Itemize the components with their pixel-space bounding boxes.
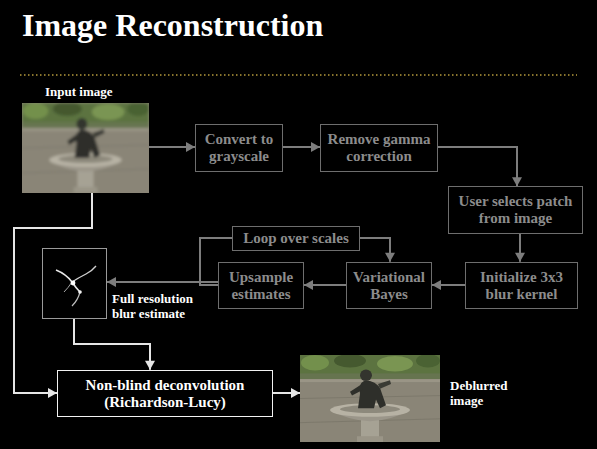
connector-arrow: [432, 280, 465, 290]
connector-arrow: [438, 147, 522, 186]
arrow-head: [385, 253, 395, 262]
connector-line: [14, 193, 92, 393]
arrow-head: [48, 388, 57, 398]
deblurred-photo: [300, 355, 440, 442]
process-label: Initialize 3x3 blur kernel: [471, 269, 572, 303]
image-node: Input image: [22, 103, 149, 193]
arrow-head: [304, 280, 313, 290]
arrow-head: [145, 361, 155, 370]
arrow-head: [186, 142, 195, 152]
connector-line: [74, 319, 150, 370]
process-label: Upsample estimates: [224, 269, 298, 303]
connector-arrow: [149, 142, 195, 152]
connector-arrow: [304, 280, 346, 290]
process-label: Remove gamma correction: [326, 131, 432, 165]
title-rule: [20, 74, 577, 76]
process-box: Remove gamma correction: [320, 124, 438, 172]
arrow-head: [432, 280, 441, 290]
arrow-head: [515, 253, 525, 262]
connector-line: [107, 281, 218, 283]
process-box: User selects patch from image: [448, 186, 583, 234]
connector-arrow: [14, 193, 92, 398]
arrow-head: [512, 177, 522, 186]
connector-line: [438, 147, 517, 186]
process-box: Variational Bayes: [346, 262, 432, 310]
connector-line: [360, 238, 390, 262]
image-label: Deblurred image: [450, 379, 530, 409]
slide-title: Image Reconstruction: [22, 6, 323, 44]
arrow-head: [311, 142, 320, 152]
process-box: Convert to grayscale: [195, 124, 283, 172]
arrow-head: [107, 277, 116, 287]
process-label: Variational Bayes: [352, 269, 426, 303]
process-box: Non-blind deconvolution (Richardson-Lucy…: [57, 370, 273, 418]
process-label: Convert to grayscale: [201, 131, 277, 165]
connector-arrow: [74, 319, 155, 370]
input-photo: [22, 103, 149, 193]
process-label: Non-blind deconvolution (Richardson-Lucy…: [63, 377, 267, 411]
process-box: Initialize 3x3 blur kernel: [465, 262, 578, 310]
connector-arrow: [273, 388, 300, 398]
image-label: Full resolution blur estimate: [112, 292, 216, 322]
image-node: Deblurred image: [300, 355, 440, 442]
loop-label: Loop over scales: [235, 230, 357, 247]
image-label: Input image: [45, 85, 145, 100]
connector-arrow: [515, 234, 525, 262]
arrow-head: [291, 388, 300, 398]
connector-arrow: [283, 142, 320, 152]
image-node: Full resolution blur estimate: [42, 248, 107, 319]
connector-arrow: [360, 238, 395, 262]
blur-kernel-image: [42, 248, 107, 319]
process-box: Upsample estimates: [218, 262, 304, 310]
loop-box: Loop over scales: [232, 226, 360, 251]
process-label: User selects patch from image: [454, 193, 577, 227]
